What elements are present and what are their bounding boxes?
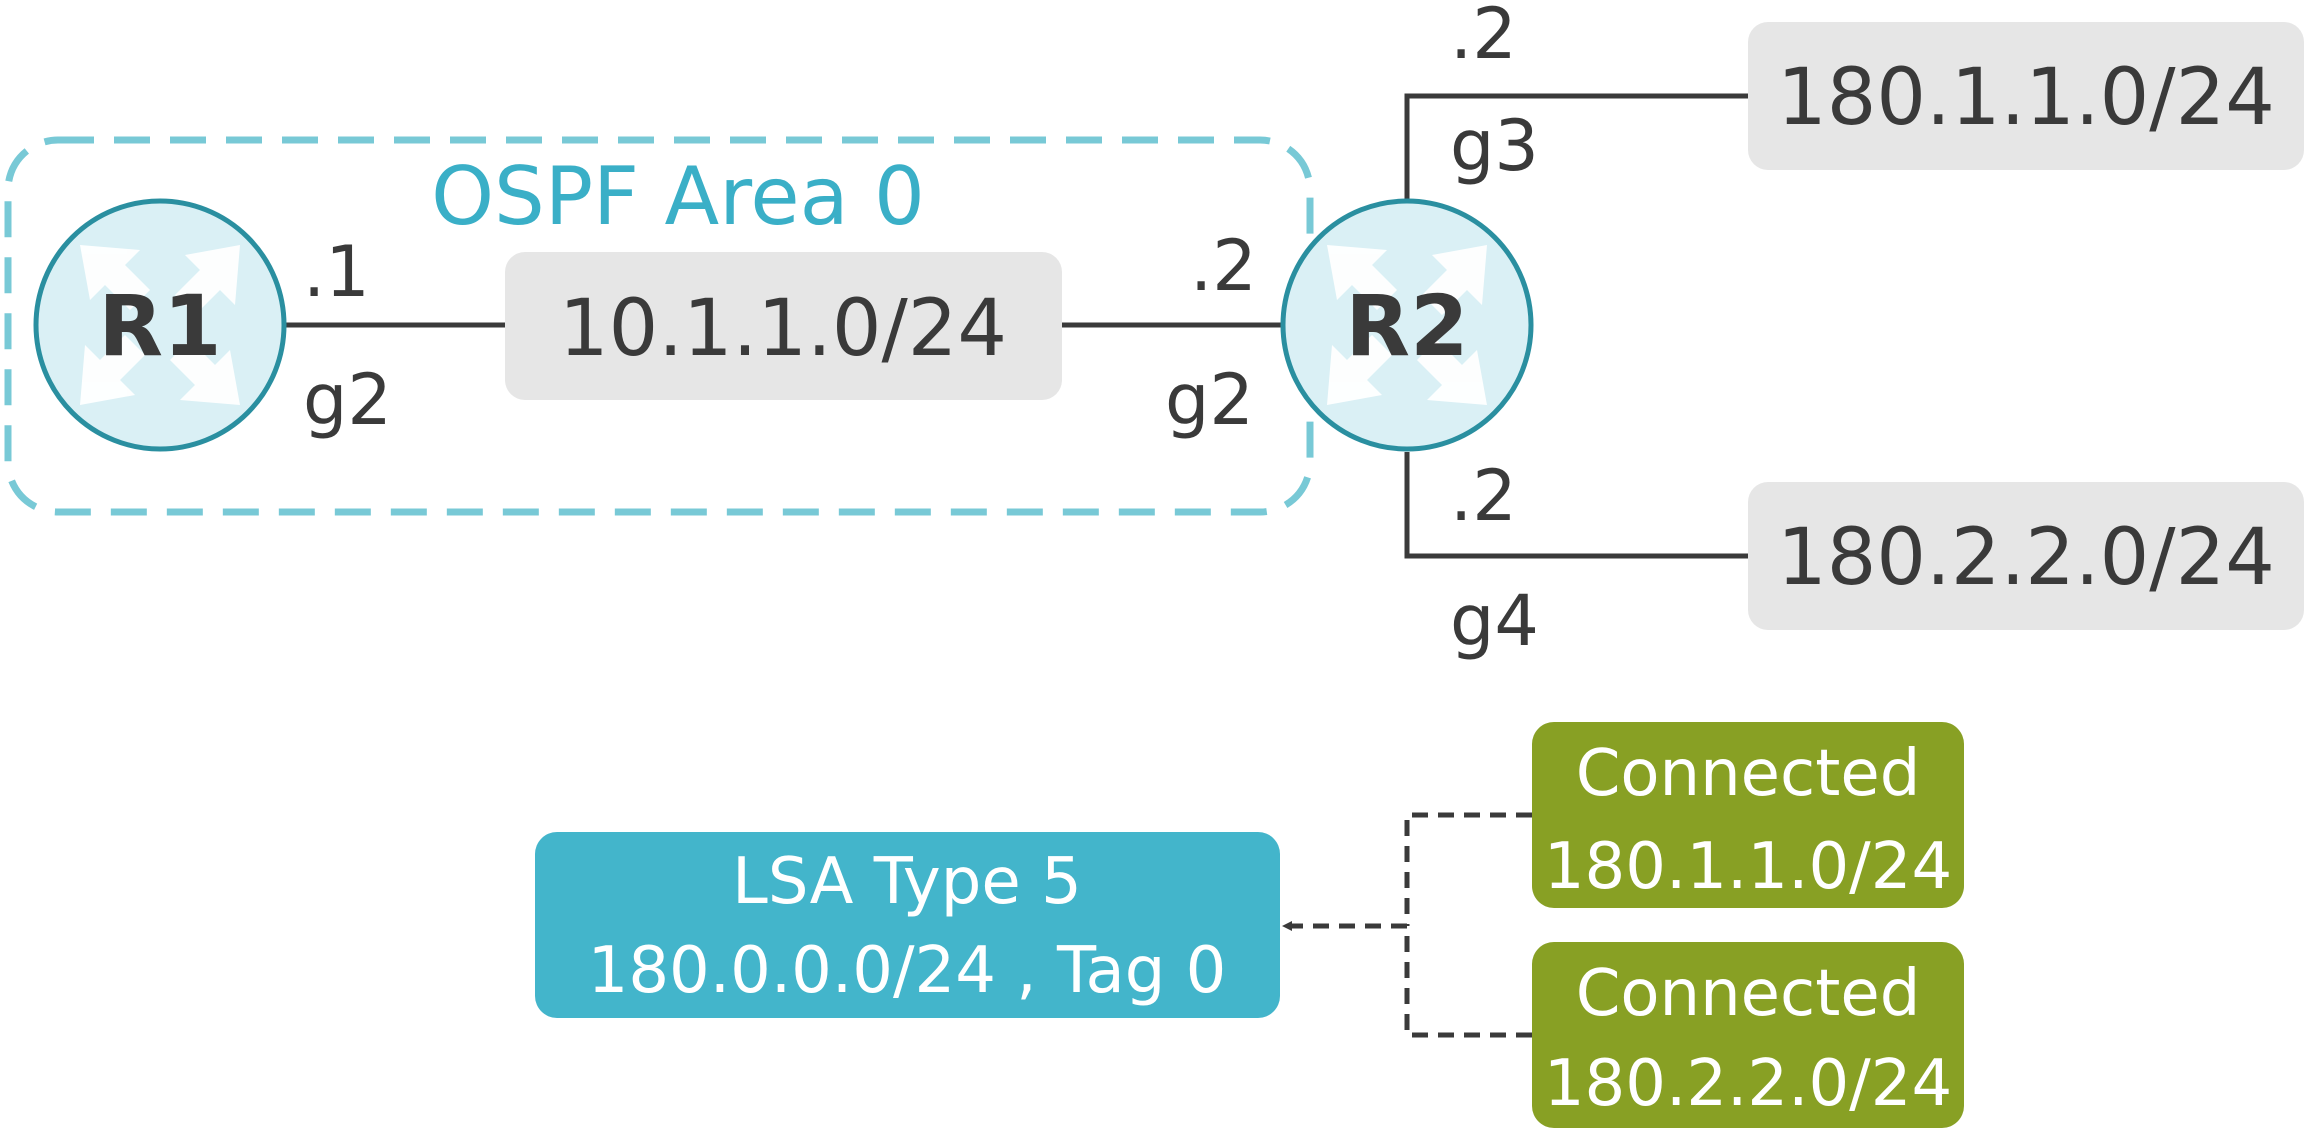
connected-box-1-line2: 180.1.1.0/24 (1544, 830, 1952, 904)
connected-box-2-line1: Connected (1576, 957, 1921, 1031)
area-label: OSPF Area 0 (431, 150, 925, 243)
router-arrows-icon (80, 245, 240, 405)
connected-box-2 (1532, 942, 1964, 1128)
network-box-180-1 (1748, 22, 2304, 170)
r2-g2-ip: .2 (1190, 225, 1257, 307)
router-r2: R2 (1280, 198, 1534, 452)
lsa-box (535, 832, 1280, 1018)
connector-connected-2 (1404, 926, 1532, 1038)
r1-g2-ip: .1 (303, 231, 370, 313)
transit-network-box (505, 252, 1062, 400)
link-r2-g3 (1404, 93, 1748, 200)
network-label-180-1: 180.1.1.0/24 (1777, 53, 2275, 143)
router-arrows-icon (1327, 245, 1487, 405)
connected-box-2-line2: 180.2.2.0/24 (1544, 1047, 1952, 1121)
router-r1-label: R1 (98, 277, 221, 375)
router-r1: R1 (33, 198, 287, 452)
network-box-180-2 (1748, 482, 2304, 630)
connected-box-1-line1: Connected (1576, 737, 1921, 811)
lsa-line2: 180.0.0.0/24 , Tag 0 (588, 934, 1227, 1008)
r2-g4-name: g4 (1450, 580, 1539, 662)
connector-connected-1 (1404, 812, 1532, 926)
lsa-line1: LSA Type 5 (732, 845, 1082, 919)
r2-g4-ip: .2 (1450, 455, 1517, 537)
transit-network-label: 10.1.1.0/24 (559, 284, 1007, 374)
r1-g2-name: g2 (303, 359, 392, 441)
network-label-180-2: 180.2.2.0/24 (1777, 513, 2275, 603)
connected-box-1 (1532, 722, 1964, 908)
r2-g3-name: g3 (1450, 105, 1539, 187)
link-r2-g4 (1404, 452, 1748, 559)
r2-g3-ip: .2 (1450, 0, 1517, 75)
router-r2-label: R2 (1345, 277, 1468, 375)
r2-g2-name: g2 (1165, 359, 1254, 441)
